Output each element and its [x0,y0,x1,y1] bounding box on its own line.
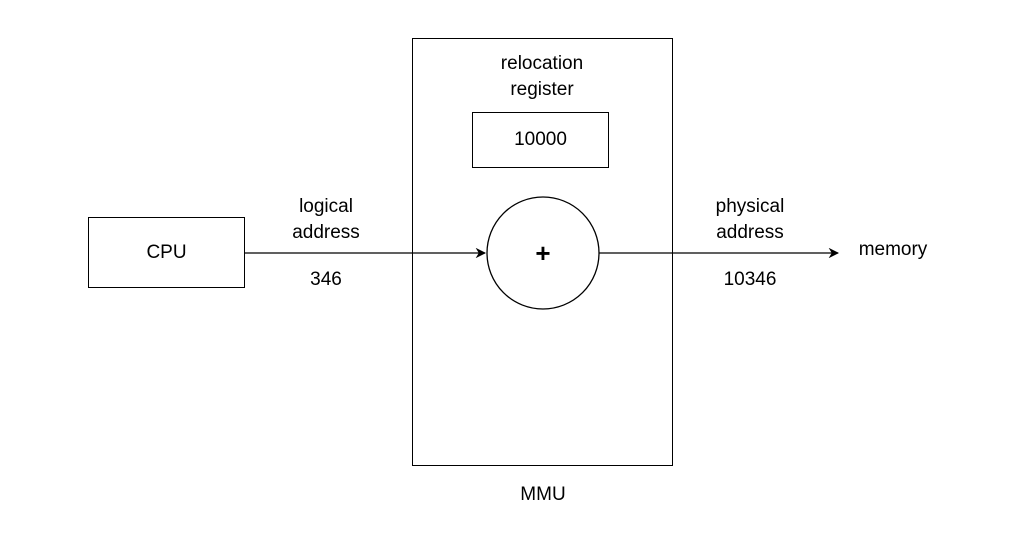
relocation-register-box: 10000 [472,112,609,168]
logical-address-label-line2: address [292,222,360,243]
physical-address-label-line1: physical [715,196,785,217]
relocation-register-label-line2: register [510,79,574,100]
adder-symbol: + [535,238,551,268]
logical-address-label-line1: logical [299,196,353,217]
relocation-register-label-line1: relocation [500,53,584,74]
cpu-box: CPU [88,217,245,288]
logical-address-label: logical address [266,194,386,246]
physical-address-value: 10346 [723,269,777,290]
logical-address-value: 346 [310,269,342,290]
physical-address-label-line2: address [716,222,784,243]
relocation-register-value: 10000 [514,129,567,150]
adder-circle [486,196,600,310]
cpu-label: CPU [146,241,187,263]
relocation-register-label: relocation register [452,51,632,103]
mmu-label: MMU [520,484,566,505]
physical-address-label: physical address [690,194,810,246]
memory-label: memory [858,239,928,260]
